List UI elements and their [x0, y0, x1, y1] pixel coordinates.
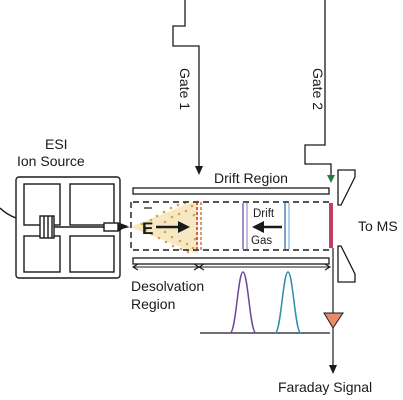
gate1-grid [196, 202, 202, 250]
gate1-label: Gate 1 [177, 68, 193, 110]
drift-gas-label-line2: Gas [251, 235, 272, 247]
gate2-label: Gate 2 [310, 68, 326, 110]
drift-tube [132, 187, 330, 265]
drift-grid-left [242, 203, 248, 249]
drift-gas-arrowhead [252, 221, 264, 233]
gate2-trace [304, 0, 332, 176]
gate2-arrowhead [327, 175, 335, 183]
drift-region-label: Drift Region [214, 170, 288, 186]
signal-output-arrowhead [329, 365, 337, 374]
esi-needle-tip [118, 224, 130, 230]
exit-grid [329, 203, 333, 248]
faraday-signal-label: Faraday Signal [278, 379, 372, 395]
gate1-arrowhead [195, 166, 203, 175]
esi-ion-source [0, 176, 128, 279]
drift-grid-right [284, 203, 290, 249]
field-arrowhead [178, 221, 190, 233]
desolvation-label-line2: Region [131, 296, 175, 312]
ms-interface-cone [337, 169, 356, 283]
faraday-detector [323, 312, 344, 329]
gate1-trace [172, 0, 200, 168]
drift-tube-dashed [130, 201, 330, 251]
signal-peak-2 [274, 271, 302, 334]
field-label: E [142, 219, 153, 238]
drift-gas-label-line1: Drift [253, 208, 275, 220]
region-dimension-arrows [131, 263, 332, 271]
esi-label-line2: Ion Source [17, 153, 85, 169]
esi-label-line1: ESI [45, 136, 68, 152]
desolvation-label-line1: Desolvation [131, 278, 204, 294]
signal-peak-1 [229, 271, 257, 334]
to-ms-label: To MS [358, 218, 398, 234]
